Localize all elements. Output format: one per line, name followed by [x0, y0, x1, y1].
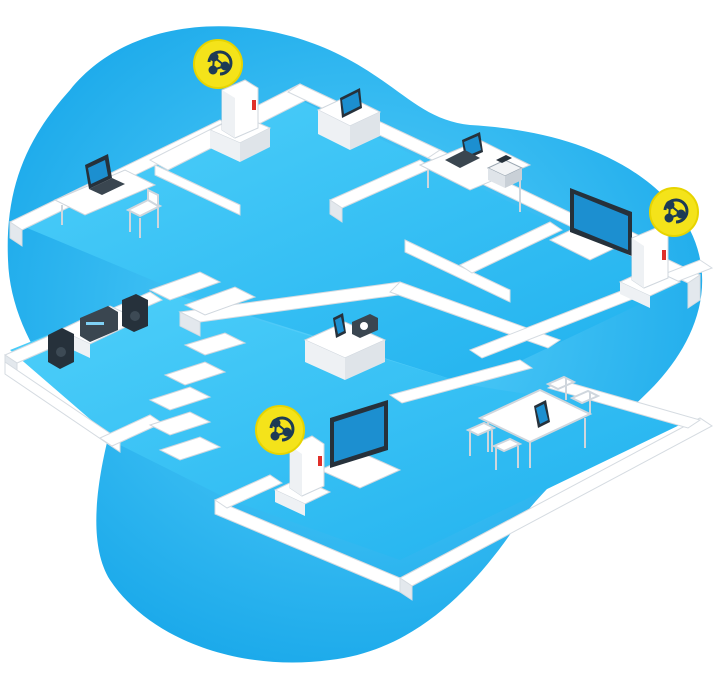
router-icon	[631, 227, 669, 289]
chair-icon	[125, 188, 163, 238]
desk-top-right	[418, 132, 532, 212]
cabinet-monitor	[316, 88, 382, 150]
tv-bottom	[318, 400, 402, 489]
chair-icon	[545, 375, 577, 400]
tv-icon	[330, 400, 388, 468]
smartphone-icon	[333, 313, 346, 338]
printer-icon	[486, 155, 524, 188]
tv-right	[548, 188, 642, 261]
router-bottom	[273, 435, 332, 516]
tv-icon	[570, 188, 632, 256]
laptop-icon	[445, 132, 483, 168]
router-icon	[289, 435, 325, 497]
mesh-network-icon	[269, 416, 295, 442]
hub-badge-right	[649, 187, 699, 237]
dining-area	[465, 375, 601, 470]
router-icon	[221, 79, 259, 139]
desk-top-left	[53, 154, 163, 238]
chair-icon	[491, 437, 523, 470]
staircase	[148, 271, 257, 461]
speaker-icon	[122, 294, 148, 332]
laptop-icon	[85, 154, 125, 195]
router-top-left	[208, 79, 272, 162]
hub-badge-top-left	[193, 39, 243, 89]
tablet-icon	[534, 400, 550, 428]
radio-icon	[352, 314, 378, 338]
cabinet-middle	[303, 313, 387, 380]
hub-badge-bottom	[255, 405, 305, 455]
stereo-receiver-icon	[80, 306, 118, 342]
monitor-icon	[340, 88, 362, 118]
floor-top-rooms	[20, 95, 680, 385]
mesh-network-icon	[663, 198, 689, 224]
mesh-network-icon	[207, 50, 233, 76]
stereo-area	[48, 294, 148, 369]
chair-icon	[569, 389, 601, 414]
chair-icon	[465, 421, 497, 456]
speaker-icon	[48, 328, 74, 369]
